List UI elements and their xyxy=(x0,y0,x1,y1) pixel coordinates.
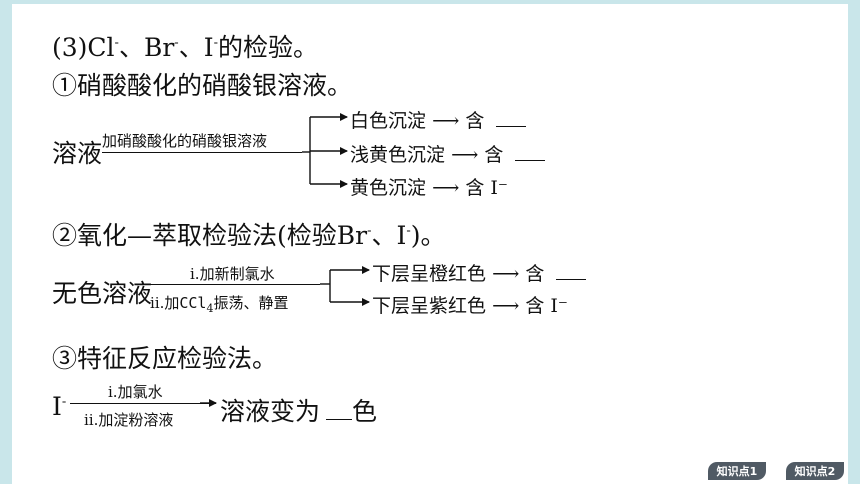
section3-reaction-line xyxy=(70,403,216,404)
section1-start: 溶液 xyxy=(52,139,103,168)
arrow-icon: ⟶ xyxy=(432,177,460,199)
title-br: 、Br xyxy=(118,33,175,62)
title-sup-3: - xyxy=(213,35,218,51)
branch-contains: 含 xyxy=(465,110,485,132)
section2-start: 无色溶液 xyxy=(52,279,153,308)
cond-prefix: ⅱ.加 xyxy=(150,294,180,312)
branch-ion: I⁻ xyxy=(490,177,508,199)
section3-ion: I xyxy=(52,392,62,421)
section1-heading: ①硝酸酸化的硝酸银溶液。 xyxy=(52,71,353,100)
section2-branch-1: 下层呈橙红色 ⟶ 含 xyxy=(372,259,587,286)
branch-result: 下层呈橙红色 xyxy=(372,263,487,285)
nav-button-knowledge-2[interactable]: 知识点2 xyxy=(786,462,844,480)
branch-result: 白色沉淀 xyxy=(350,110,427,132)
section1-reaction-line xyxy=(102,152,302,153)
section2-heading: ②氧化—萃取检验法(检验Br-、I-)。 xyxy=(52,216,446,252)
section2-sup-1: - xyxy=(367,223,372,239)
branch-result: 浅黄色沉淀 xyxy=(350,144,446,166)
result-suffix: 色 xyxy=(352,397,378,426)
title-i: 、I xyxy=(178,33,214,62)
result-prefix: 溶液变为 xyxy=(220,397,321,426)
section2-heading-mid: 、I xyxy=(371,221,407,250)
section3-cond-top: ⅰ.加氯水 xyxy=(108,383,163,401)
section2-cond-top: ⅰ.加新制氯水 xyxy=(190,265,275,283)
section1-condition: 加硝酸酸化的硝酸银溶液 xyxy=(102,132,268,150)
section2-heading-suffix: )。 xyxy=(410,221,446,250)
branch-ion: I⁻ xyxy=(550,295,568,317)
answer-blank[interactable] xyxy=(326,403,353,420)
section2-cond-bottom: ⅱ.加CCl4振荡、静置 xyxy=(150,292,288,315)
section1-branch-1: 白色沉淀 ⟶ 含 xyxy=(350,106,527,133)
section3-result: 溶液变为 色 xyxy=(220,392,377,428)
cond-suffix: 振荡、静置 xyxy=(213,294,289,312)
title: (3)Cl-、Br-、I-的检验。 xyxy=(52,28,318,64)
arrow-icon: ⟶ xyxy=(492,295,520,317)
section2-reaction-line xyxy=(150,284,320,285)
section2-sup-2: - xyxy=(406,223,411,239)
cond-ccl: CCl xyxy=(179,294,207,312)
arrow-icon: ⟶ xyxy=(432,110,460,132)
nav-button-knowledge-1[interactable]: 知识点1 xyxy=(708,462,766,480)
title-sup-1: - xyxy=(114,35,119,51)
cond-sub: 4 xyxy=(206,302,214,315)
answer-blank[interactable] xyxy=(515,144,546,161)
answer-blank[interactable] xyxy=(556,263,587,280)
branch-contains: 含 xyxy=(484,144,504,166)
title-sup-2: - xyxy=(174,35,179,51)
branch-contains: 含 xyxy=(465,177,485,199)
section2-heading-prefix: ②氧化—萃取检验法(检验Br xyxy=(52,221,368,250)
branch-contains: 含 xyxy=(525,295,545,317)
title-suffix: 的检验。 xyxy=(217,33,318,62)
section3-start: I- xyxy=(52,392,66,421)
section3-heading: ③特征反应检验法。 xyxy=(52,344,278,373)
arrow-icon: ⟶ xyxy=(451,144,479,166)
arrow-icon: ⟶ xyxy=(492,263,520,285)
branch-result: 下层呈紫红色 xyxy=(372,295,487,317)
answer-blank[interactable] xyxy=(496,110,527,127)
branch-contains: 含 xyxy=(525,263,545,285)
title-cl: (3)Cl xyxy=(52,33,115,62)
section1-branch-2: 浅黄色沉淀 ⟶ 含 xyxy=(350,140,546,167)
section2-branch-2: 下层呈紫红色 ⟶ 含 I⁻ xyxy=(372,291,568,318)
section3-cond-bottom: ⅱ.加淀粉溶液 xyxy=(84,411,174,429)
section1-branch-3: 黄色沉淀 ⟶ 含 I⁻ xyxy=(350,173,508,200)
section3-sup: - xyxy=(61,394,67,410)
branch-result: 黄色沉淀 xyxy=(350,177,427,199)
